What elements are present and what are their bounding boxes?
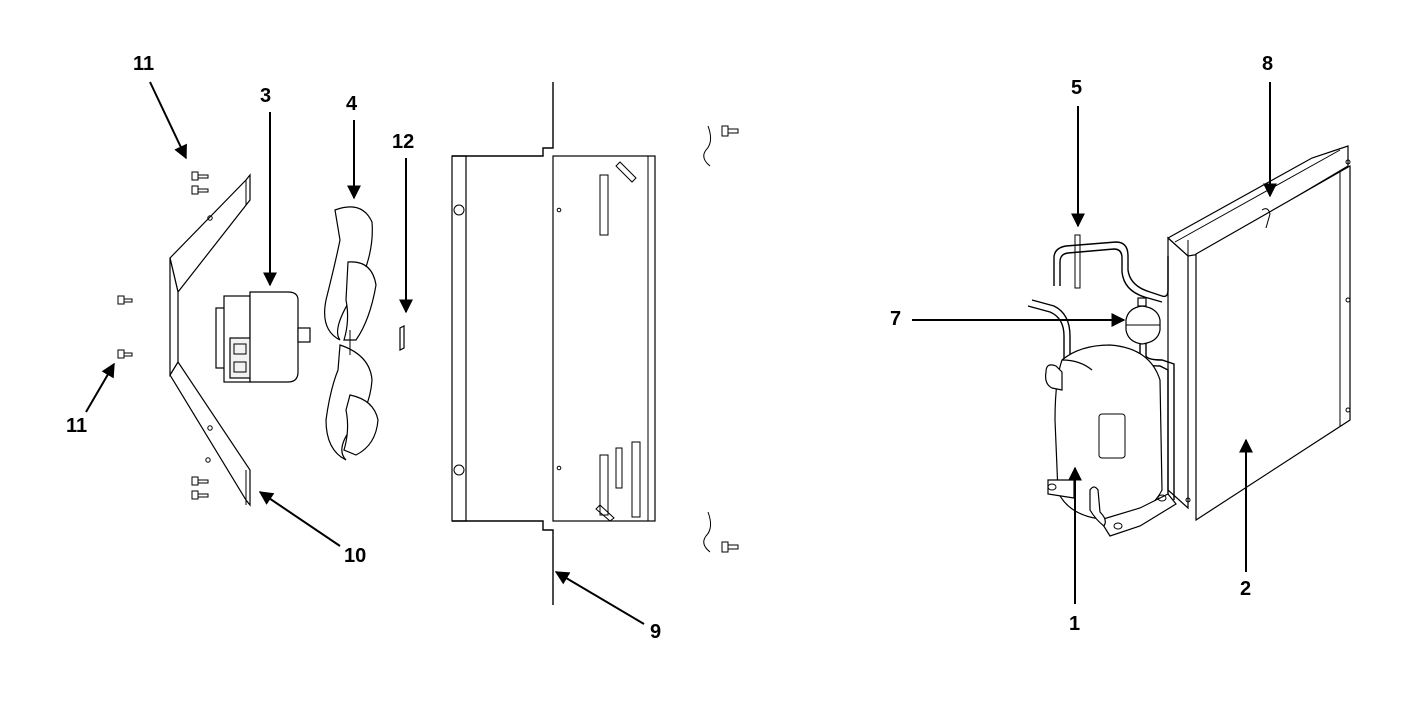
svg-text:9: 9 (650, 621, 661, 643)
fan-motor (215, 291, 311, 383)
svg-text:5: 5 (1071, 77, 1082, 99)
fan-clip (399, 325, 405, 351)
bolt-single-b (117, 349, 133, 359)
svg-text:1: 1 (1069, 613, 1080, 635)
shroud-fastener-lower (703, 511, 739, 553)
callout-8: 8 (1262, 53, 1277, 198)
callout-4: 4 (346, 93, 361, 200)
bolt-set-upper (191, 171, 209, 195)
callout-3: 3 (260, 85, 277, 287)
callout-1: 1 (1068, 466, 1082, 635)
bolt-single-a (117, 295, 133, 305)
svg-text:2: 2 (1240, 578, 1251, 600)
fan-blade (324, 206, 379, 461)
bolt-set-lower (191, 476, 209, 500)
svg-text:12: 12 (392, 131, 414, 153)
filter-drier (1125, 297, 1161, 345)
fan-bracket (169, 173, 251, 507)
svg-text:7: 7 (890, 308, 901, 330)
svg-text:8: 8 (1262, 53, 1273, 75)
svg-text:4: 4 (346, 93, 358, 115)
compressor (1045, 344, 1177, 537)
svg-text:11: 11 (66, 415, 87, 437)
svg-text:3: 3 (260, 85, 271, 107)
svg-text:11: 11 (133, 53, 154, 75)
callout-12: 12 (392, 131, 414, 314)
callout-2: 2 (1239, 438, 1253, 600)
callout-11-upper: 11 (133, 53, 187, 160)
callout-7: 7 (890, 308, 1126, 330)
condenser-shroud (451, 82, 656, 605)
callout-5: 5 (1071, 77, 1085, 228)
shroud-fastener-upper (703, 125, 739, 167)
callout-11-lower: 11 (66, 362, 115, 437)
svg-text:10: 10 (344, 545, 366, 567)
condenser-coil (1166, 145, 1351, 522)
callout-10: 10 (258, 491, 366, 567)
callout-9: 9 (554, 571, 661, 643)
